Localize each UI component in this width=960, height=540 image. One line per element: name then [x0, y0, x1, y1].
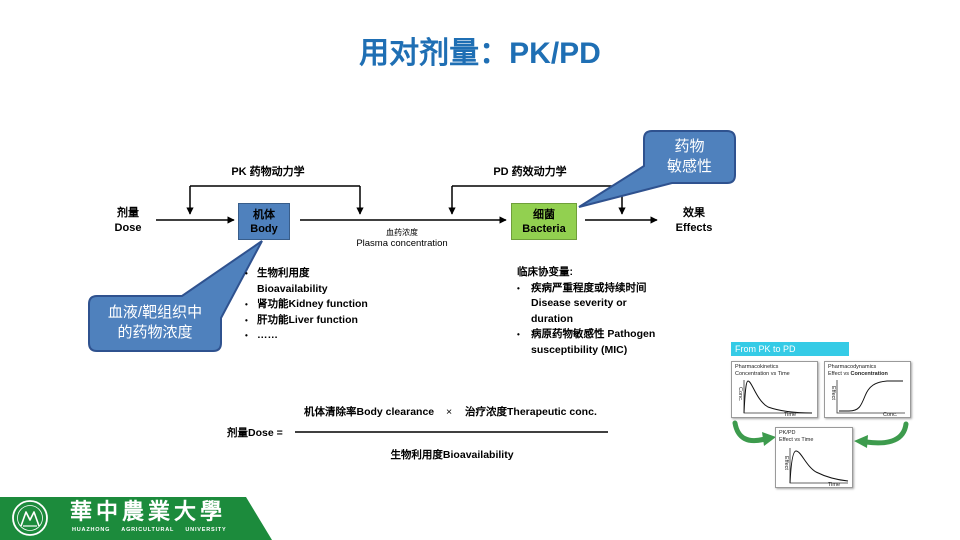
list-item-text: …… — [257, 329, 278, 341]
bacteria-node-en: Bacteria — [522, 222, 566, 235]
plasma-label-en: Plasma concentration — [356, 238, 448, 249]
list-item-text: duration — [531, 312, 573, 325]
pk-plot-axes — [743, 380, 812, 414]
list-item-text: 肾功能Kidney function — [257, 298, 368, 310]
cycle-arrow-right-head — [854, 435, 868, 448]
pk-loop-label: PK 药物动力学 — [231, 166, 305, 178]
pk-panel-xlabel: Time — [784, 412, 797, 418]
figure-panel-pk: Pharmacokinetics Concentration vs Time C… — [731, 361, 818, 418]
callout-sensitivity: 药物 敏感性 — [644, 137, 735, 177]
pd-panel-subtitle: Effect vs Concentration — [828, 371, 888, 378]
cycle-arrow-right — [863, 421, 909, 446]
list-item-text: 肝功能Liver function — [257, 313, 358, 326]
pd-panel-xlabel: Conc. — [883, 412, 898, 418]
formula-numerator-a: 机体清除率Body clearance — [304, 406, 435, 418]
list-item-text: 病原药物敏感性 Pathogen — [531, 328, 656, 340]
logo-name-zh: 華中農業大學 — [70, 499, 227, 525]
bullet-icon: • — [245, 331, 248, 340]
plasma-label-zh: 血药浓度 — [386, 228, 418, 237]
bullet-icon: • — [517, 330, 520, 339]
list-item: • 病原药物敏感性 Pathogen susceptibility (MIC) — [517, 327, 655, 358]
callout-sensitivity-line-2: 敏感性 — [666, 158, 712, 175]
bullet-icon: • — [245, 269, 248, 278]
dose-label-zh: 剂量 — [117, 207, 139, 219]
effects-label: 效果 Effects — [672, 206, 716, 236]
figure-header: From PK to PD — [731, 342, 849, 356]
list-item-text: 生物利用度 — [257, 267, 310, 279]
pk-panel-title: Pharmacokinetics — [735, 364, 779, 370]
figure-panel-pd: Pharmacodynamics Effect vs Concentration… — [824, 361, 911, 418]
logo-band — [0, 497, 272, 540]
pd-plot — [836, 380, 905, 414]
body-factors-list: • 生物利用度 Bioavailability • 肾功能Kidney func… — [245, 266, 368, 344]
logo-band-shape — [0, 497, 272, 540]
formula-lhs: 剂量Dose = — [227, 427, 283, 439]
list-item-text: Bioavailability — [257, 282, 328, 295]
pd-panel-subtitle-bold: Concentration — [850, 371, 888, 377]
bullet-icon: • — [245, 300, 248, 309]
list-item: • 肾功能Kidney function — [245, 297, 368, 313]
page-title: 用对剂量：PK/PD — [359, 37, 601, 70]
pk-plot-curve — [743, 380, 813, 414]
pd-panel-title: Pharmacodynamics — [828, 364, 877, 370]
covariates-list: 临床协变量: • 疾病严重程度或持续时间 Disease severity or… — [517, 265, 655, 358]
bacteria-node: 细菌 Bacteria — [511, 203, 577, 240]
plasma-concentration-label: 血药浓度 Plasma concentration — [342, 228, 462, 250]
callout-sensitivity-line-1: 药物 — [674, 138, 705, 155]
bullet-icon: • — [517, 283, 520, 293]
formula-times: × — [446, 406, 453, 418]
callout-concentration-line-1: 血液/靶组织中 — [107, 304, 203, 321]
list-item: • …… — [245, 328, 368, 344]
callout-concentration-line-2: 的药物浓度 — [117, 324, 193, 341]
dose-label-en: Dose — [114, 222, 142, 234]
formula-denominator: 生物利用度Bioavailability — [390, 449, 514, 461]
effects-label-zh: 效果 — [683, 207, 705, 219]
list-item-text: susceptibility (MIC) — [531, 343, 628, 356]
figure-panel-pkpd: PK/PD Effect vs Time Effect Time — [775, 427, 853, 488]
university-seal-icon — [12, 500, 48, 536]
logo-name-en: HUAZHONG AGRICULTURAL UNIVERSITY — [72, 527, 227, 533]
pkpd-panel-ylabel: Effect — [783, 456, 789, 470]
covariates-title: 临床协变量: — [517, 266, 573, 278]
pd-panel-ylabel: Effect — [830, 386, 836, 400]
pd-plot-curve — [839, 380, 903, 412]
dose-label: 剂量 Dose — [108, 206, 148, 236]
list-item-text: 疾病严重程度或持续时间 — [531, 281, 647, 294]
pk-panel-ylabel: Conc. — [737, 387, 743, 402]
list-item-text: Disease severity or — [531, 297, 627, 309]
pkpd-plot-axes — [789, 448, 848, 484]
pkpd-plot-curve — [789, 450, 849, 484]
effects-label-en: Effects — [675, 222, 713, 234]
list-item: • 生物利用度 Bioavailability — [245, 266, 368, 297]
list-item: • 肝功能Liver function — [245, 313, 368, 329]
callout-concentration: 血液/靶组织中 的药物浓度 — [89, 303, 221, 343]
body-node-en: Body — [250, 222, 278, 235]
pkpd-panel-title: PK/PD — [779, 430, 796, 436]
list-item: • 疾病严重程度或持续时间 Disease severity or durati… — [517, 281, 655, 328]
cycle-arrow-left — [732, 420, 768, 444]
formula-numerator-b: 治疗浓度Therapeutic conc. — [465, 406, 597, 418]
pk-plot — [743, 380, 813, 414]
bacteria-node-zh: 细菌 — [533, 208, 555, 221]
body-node: 机体 Body — [238, 203, 290, 240]
body-node-zh: 机体 — [253, 208, 275, 221]
pd-loop-label: PD 药效动力学 — [493, 166, 567, 178]
pd-plot-axes — [836, 380, 905, 414]
cycle-arrow-left-head — [762, 432, 776, 446]
pd-panel-subtitle-prefix: Effect vs — [828, 371, 851, 377]
pkpd-panel-xlabel: Time — [828, 482, 841, 488]
pk-panel-subtitle: Concentration vs Time — [735, 371, 790, 377]
pkpd-panel-subtitle: Effect vs Time — [779, 437, 814, 443]
bullet-icon: • — [245, 315, 248, 325]
pkpd-plot — [789, 448, 849, 484]
university-logo: 華中農業大學 HUAZHONG AGRICULTURAL UNIVERSITY — [0, 496, 272, 540]
